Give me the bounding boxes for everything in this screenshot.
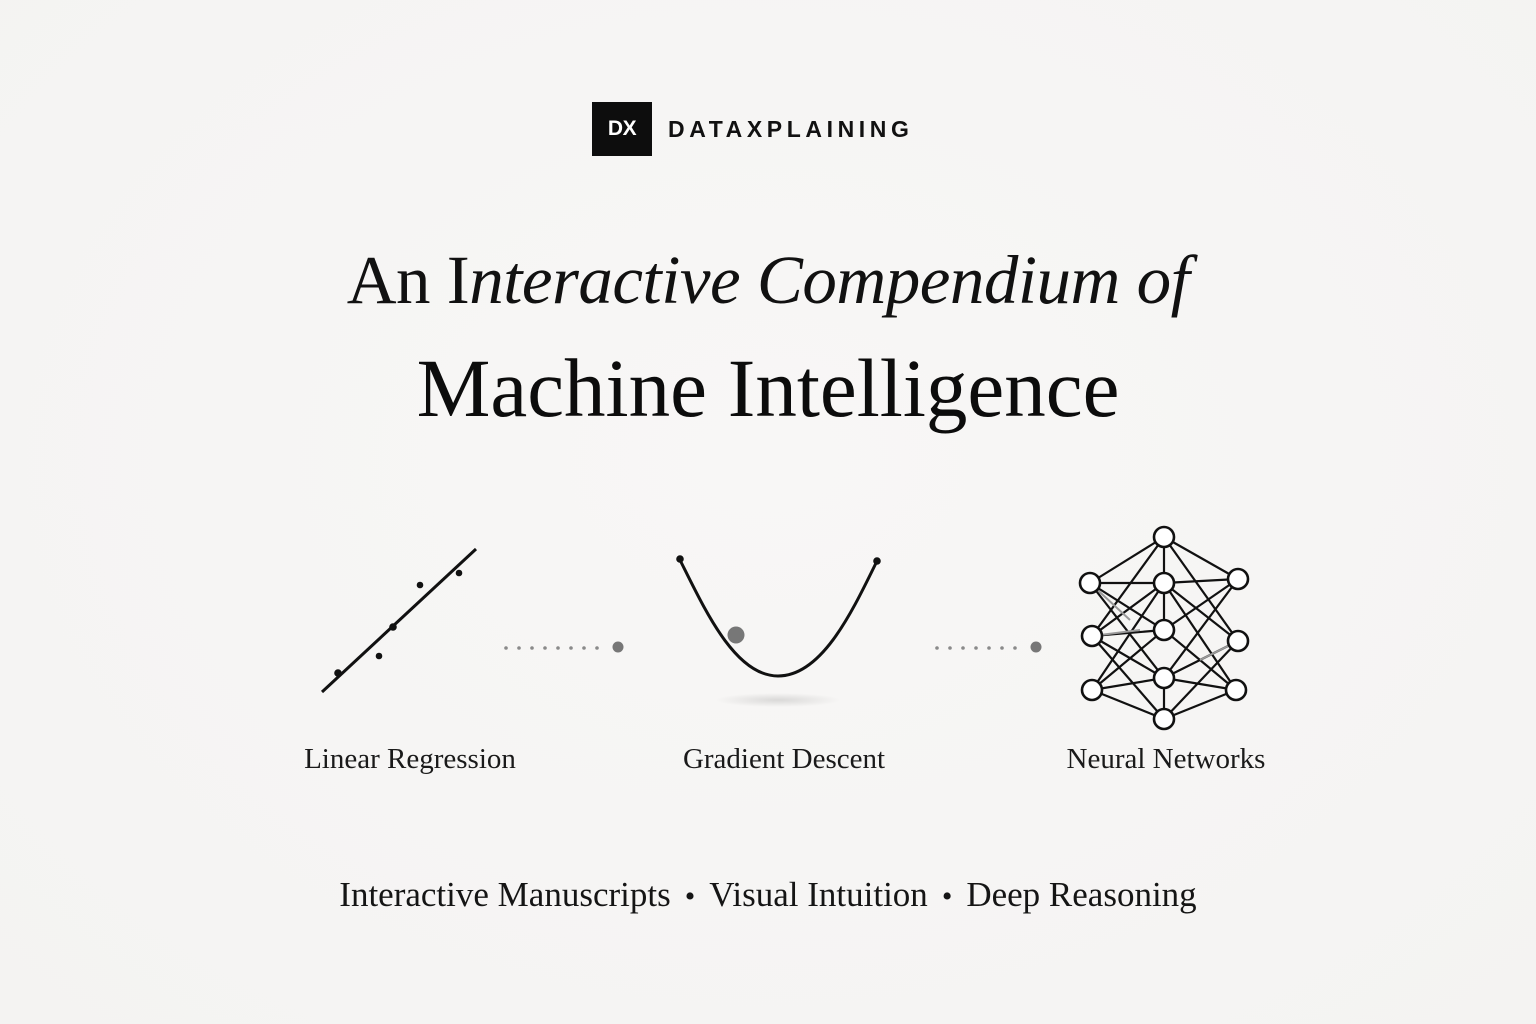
linear-regression-icon — [320, 547, 478, 694]
brand-name: DATAXPLAINING — [668, 115, 914, 142]
tagline: Interactive Manuscripts • Visual Intuition… — [0, 872, 1536, 920]
connector-2-dots — [935, 641, 1042, 653]
tagline-separator: • — [684, 880, 696, 913]
figure-label-neural-networks: Neural Networks — [1066, 743, 1266, 775]
tagline-item-reasoning: Deep Reasoning — [966, 875, 1197, 914]
gradient-descent-icon — [676, 555, 881, 707]
connector-1-dots — [504, 641, 624, 653]
brand-logo[interactable]: DX DATAXPLAINING — [592, 102, 914, 156]
neural-network-icon — [1078, 525, 1250, 731]
figure-label-linear-regression: Linear Regression — [304, 743, 516, 775]
headline-prefix: An I — [346, 242, 470, 318]
figure-label-gradient-descent: Gradient Descent — [682, 743, 886, 775]
tagline-item-intuition: Visual Intuition — [709, 875, 928, 914]
tagline-item-manuscripts: Interactive Manuscripts — [339, 875, 671, 914]
headline-line-1: An Interactive Compendium of — [0, 238, 1536, 322]
headline-line-2: Machine Intelligence — [416, 342, 1120, 434]
headline-italic: nteractive Compendium of — [469, 242, 1190, 318]
brand-mark: DX — [592, 102, 652, 156]
tagline-separator: • — [941, 880, 953, 913]
